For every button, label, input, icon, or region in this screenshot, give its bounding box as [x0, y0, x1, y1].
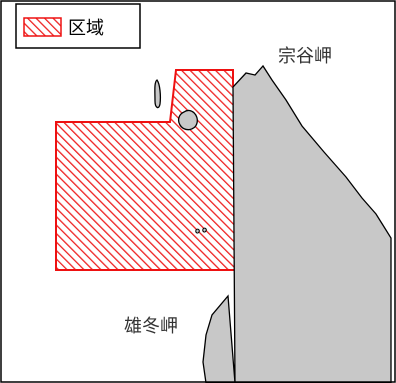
legend-frame [15, 3, 141, 49]
island-icon [202, 227, 207, 233]
legend-label: 区域 [68, 18, 104, 39]
hatched-red-swatch-icon [23, 17, 62, 37]
landmass [202, 64, 392, 383]
island-icon [154, 79, 162, 109]
label-ofuyu-cape: 雄冬岬 [124, 316, 178, 337]
island-icon [177, 109, 198, 131]
label-soya-cape: 宗谷岬 [278, 46, 332, 67]
legend: 区域 [15, 3, 141, 49]
island-icon [195, 228, 200, 234]
